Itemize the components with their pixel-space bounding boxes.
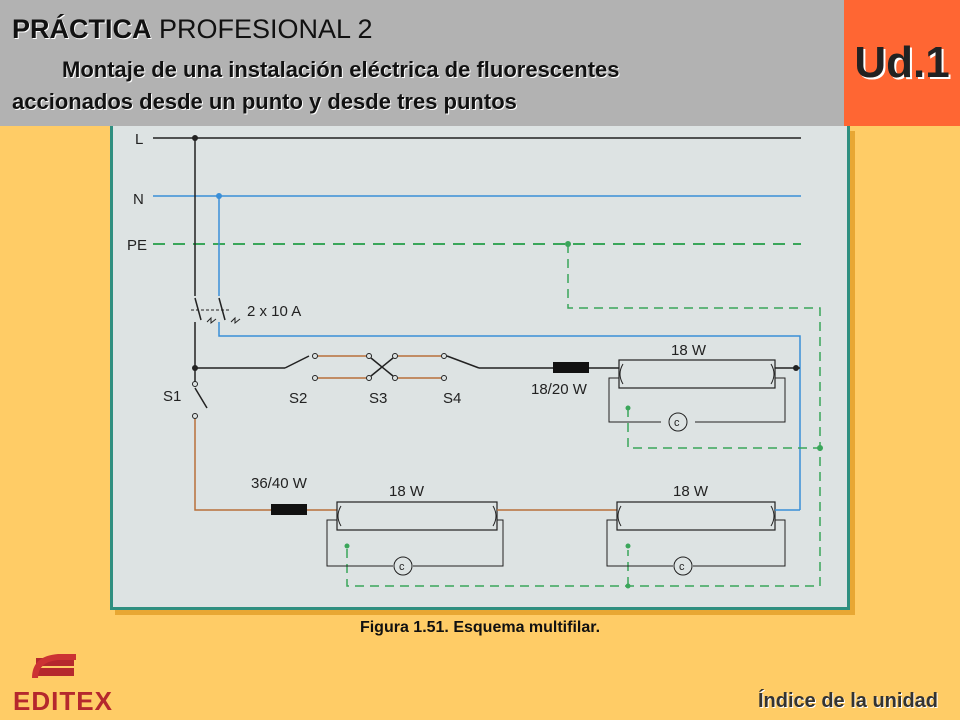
- editex-logo: EDITEX: [8, 650, 118, 716]
- figure-caption: Figura 1.51. Esquema multifilar.: [359, 619, 601, 636]
- breaker-label: 2 x 10 A: [247, 303, 301, 320]
- switched-phase-bottom: [194, 419, 271, 511]
- title-rest: PROFESIONAL 2: [151, 14, 373, 44]
- lamp-bottom-right: [606, 501, 786, 576]
- logo-text: EDITEX: [13, 686, 113, 716]
- label-s4: S4: [443, 390, 461, 407]
- starter-bottom-left: c: [399, 561, 405, 573]
- header-bar: PRÁCTICA PROFESIONAL 2 Montaje de una in…: [0, 0, 844, 126]
- wiring-diagram-svg: L N PE 2 x 10 A: [127, 131, 823, 589]
- starter-top: c: [674, 417, 680, 429]
- subtitle-line-1: Montaje de una instalación eléctrica de …: [62, 57, 620, 82]
- ballast-top-label: 18/20 W: [531, 381, 588, 398]
- lamp-bottom-left-label: 18 W: [389, 483, 425, 500]
- unit-label: Ud.1: [854, 38, 950, 87]
- unit-index-link[interactable]: Índice de la unidad: [757, 690, 938, 712]
- earth-wire: [346, 244, 821, 587]
- ballast-bottom-label: 36/40 W: [251, 475, 308, 492]
- label-s1: S1: [163, 388, 181, 405]
- label-s2: S2: [289, 390, 307, 407]
- wiring-diagram: L N PE 2 x 10 A: [110, 126, 850, 610]
- starter-bottom-right: c: [679, 561, 685, 573]
- node-earth-bottom: [625, 583, 631, 589]
- subtitle-line-2: accionados desde un punto y desde tres p…: [12, 89, 517, 114]
- page-subtitle: Montaje de una instalación eléctrica de …: [12, 54, 832, 118]
- label-n: N: [133, 191, 144, 208]
- unit-badge: Ud.1: [844, 0, 960, 126]
- switch-s3: [366, 353, 398, 381]
- neutral-return: [218, 322, 801, 510]
- label-s3: S3: [369, 390, 387, 407]
- lamp-bottom-left: [326, 501, 504, 576]
- lamp-top: [608, 359, 786, 432]
- lamp-top-label: 18 W: [671, 342, 707, 359]
- node-earth-top: [817, 445, 823, 451]
- book-icon: [32, 654, 76, 678]
- label-l: L: [135, 131, 143, 148]
- breaker-symbol: [191, 297, 241, 325]
- ballast-bottom: [271, 504, 307, 515]
- label-pe: PE: [127, 237, 147, 254]
- switch-s4: [441, 353, 480, 381]
- title-bold: PRÁCTICA: [12, 14, 152, 44]
- page-title: PRÁCTICA PROFESIONAL 2: [12, 14, 373, 45]
- lamp-bottom-right-label: 18 W: [673, 483, 709, 500]
- switch-s2: [284, 353, 318, 381]
- ballast-top: [553, 362, 589, 373]
- earth-lamp-top: [627, 408, 820, 449]
- switch-s1: [192, 381, 208, 419]
